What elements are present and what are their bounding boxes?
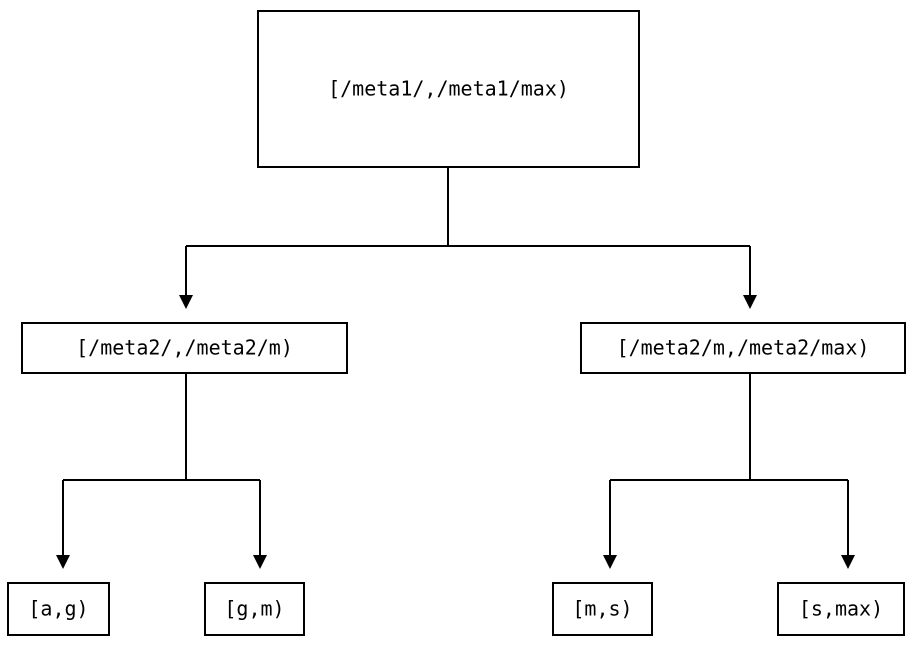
tree-node-l3[interactable]: [m,s): [551, 581, 654, 637]
edge-connector-e-n2: [603, 373, 855, 569]
tree-node-l1[interactable]: [a,g): [6, 581, 111, 637]
node-box[interactable]: [6, 581, 111, 637]
edge-arrowhead-icon: [253, 555, 267, 569]
node-box[interactable]: [776, 581, 906, 637]
edge-arrowhead-icon: [179, 295, 193, 309]
edge-arrowhead-icon: [603, 555, 617, 569]
node-box[interactable]: [20, 321, 349, 375]
tree-node-l2[interactable]: [g,m): [203, 581, 306, 637]
tree-node-l4[interactable]: [s,max): [776, 581, 906, 637]
node-box[interactable]: [203, 581, 306, 637]
tree-node-root[interactable]: [/meta1/,/meta1/max): [256, 9, 641, 169]
edge-connector-e-n1: [56, 373, 267, 569]
node-label: [/meta2/,/meta2/m): [76, 336, 293, 360]
node-box[interactable]: [579, 321, 907, 375]
tree-node-n1[interactable]: [/meta2/,/meta2/m): [20, 321, 349, 375]
node-box[interactable]: [551, 581, 654, 637]
node-label: [a,g): [28, 597, 88, 621]
nodes-layer: [/meta1/,/meta1/max) [/meta2/,/meta2/m) [/…: [6, 9, 907, 637]
node-label: [g,m): [224, 597, 284, 621]
node-label: [s,max): [799, 597, 883, 621]
node-label: [/meta2/m,/meta2/max): [617, 336, 870, 360]
tree-node-n2[interactable]: [/meta2/m,/meta2/max): [579, 321, 907, 375]
edge-arrowhead-icon: [841, 555, 855, 569]
node-label: [m,s): [572, 597, 632, 621]
edge-arrowhead-icon: [56, 555, 70, 569]
node-label: [/meta1/,/meta1/max): [328, 77, 569, 101]
node-box[interactable]: [256, 9, 641, 169]
edge-connector-e-root: [179, 167, 757, 309]
edges-layer: [56, 167, 855, 569]
edge-arrowhead-icon: [743, 295, 757, 309]
